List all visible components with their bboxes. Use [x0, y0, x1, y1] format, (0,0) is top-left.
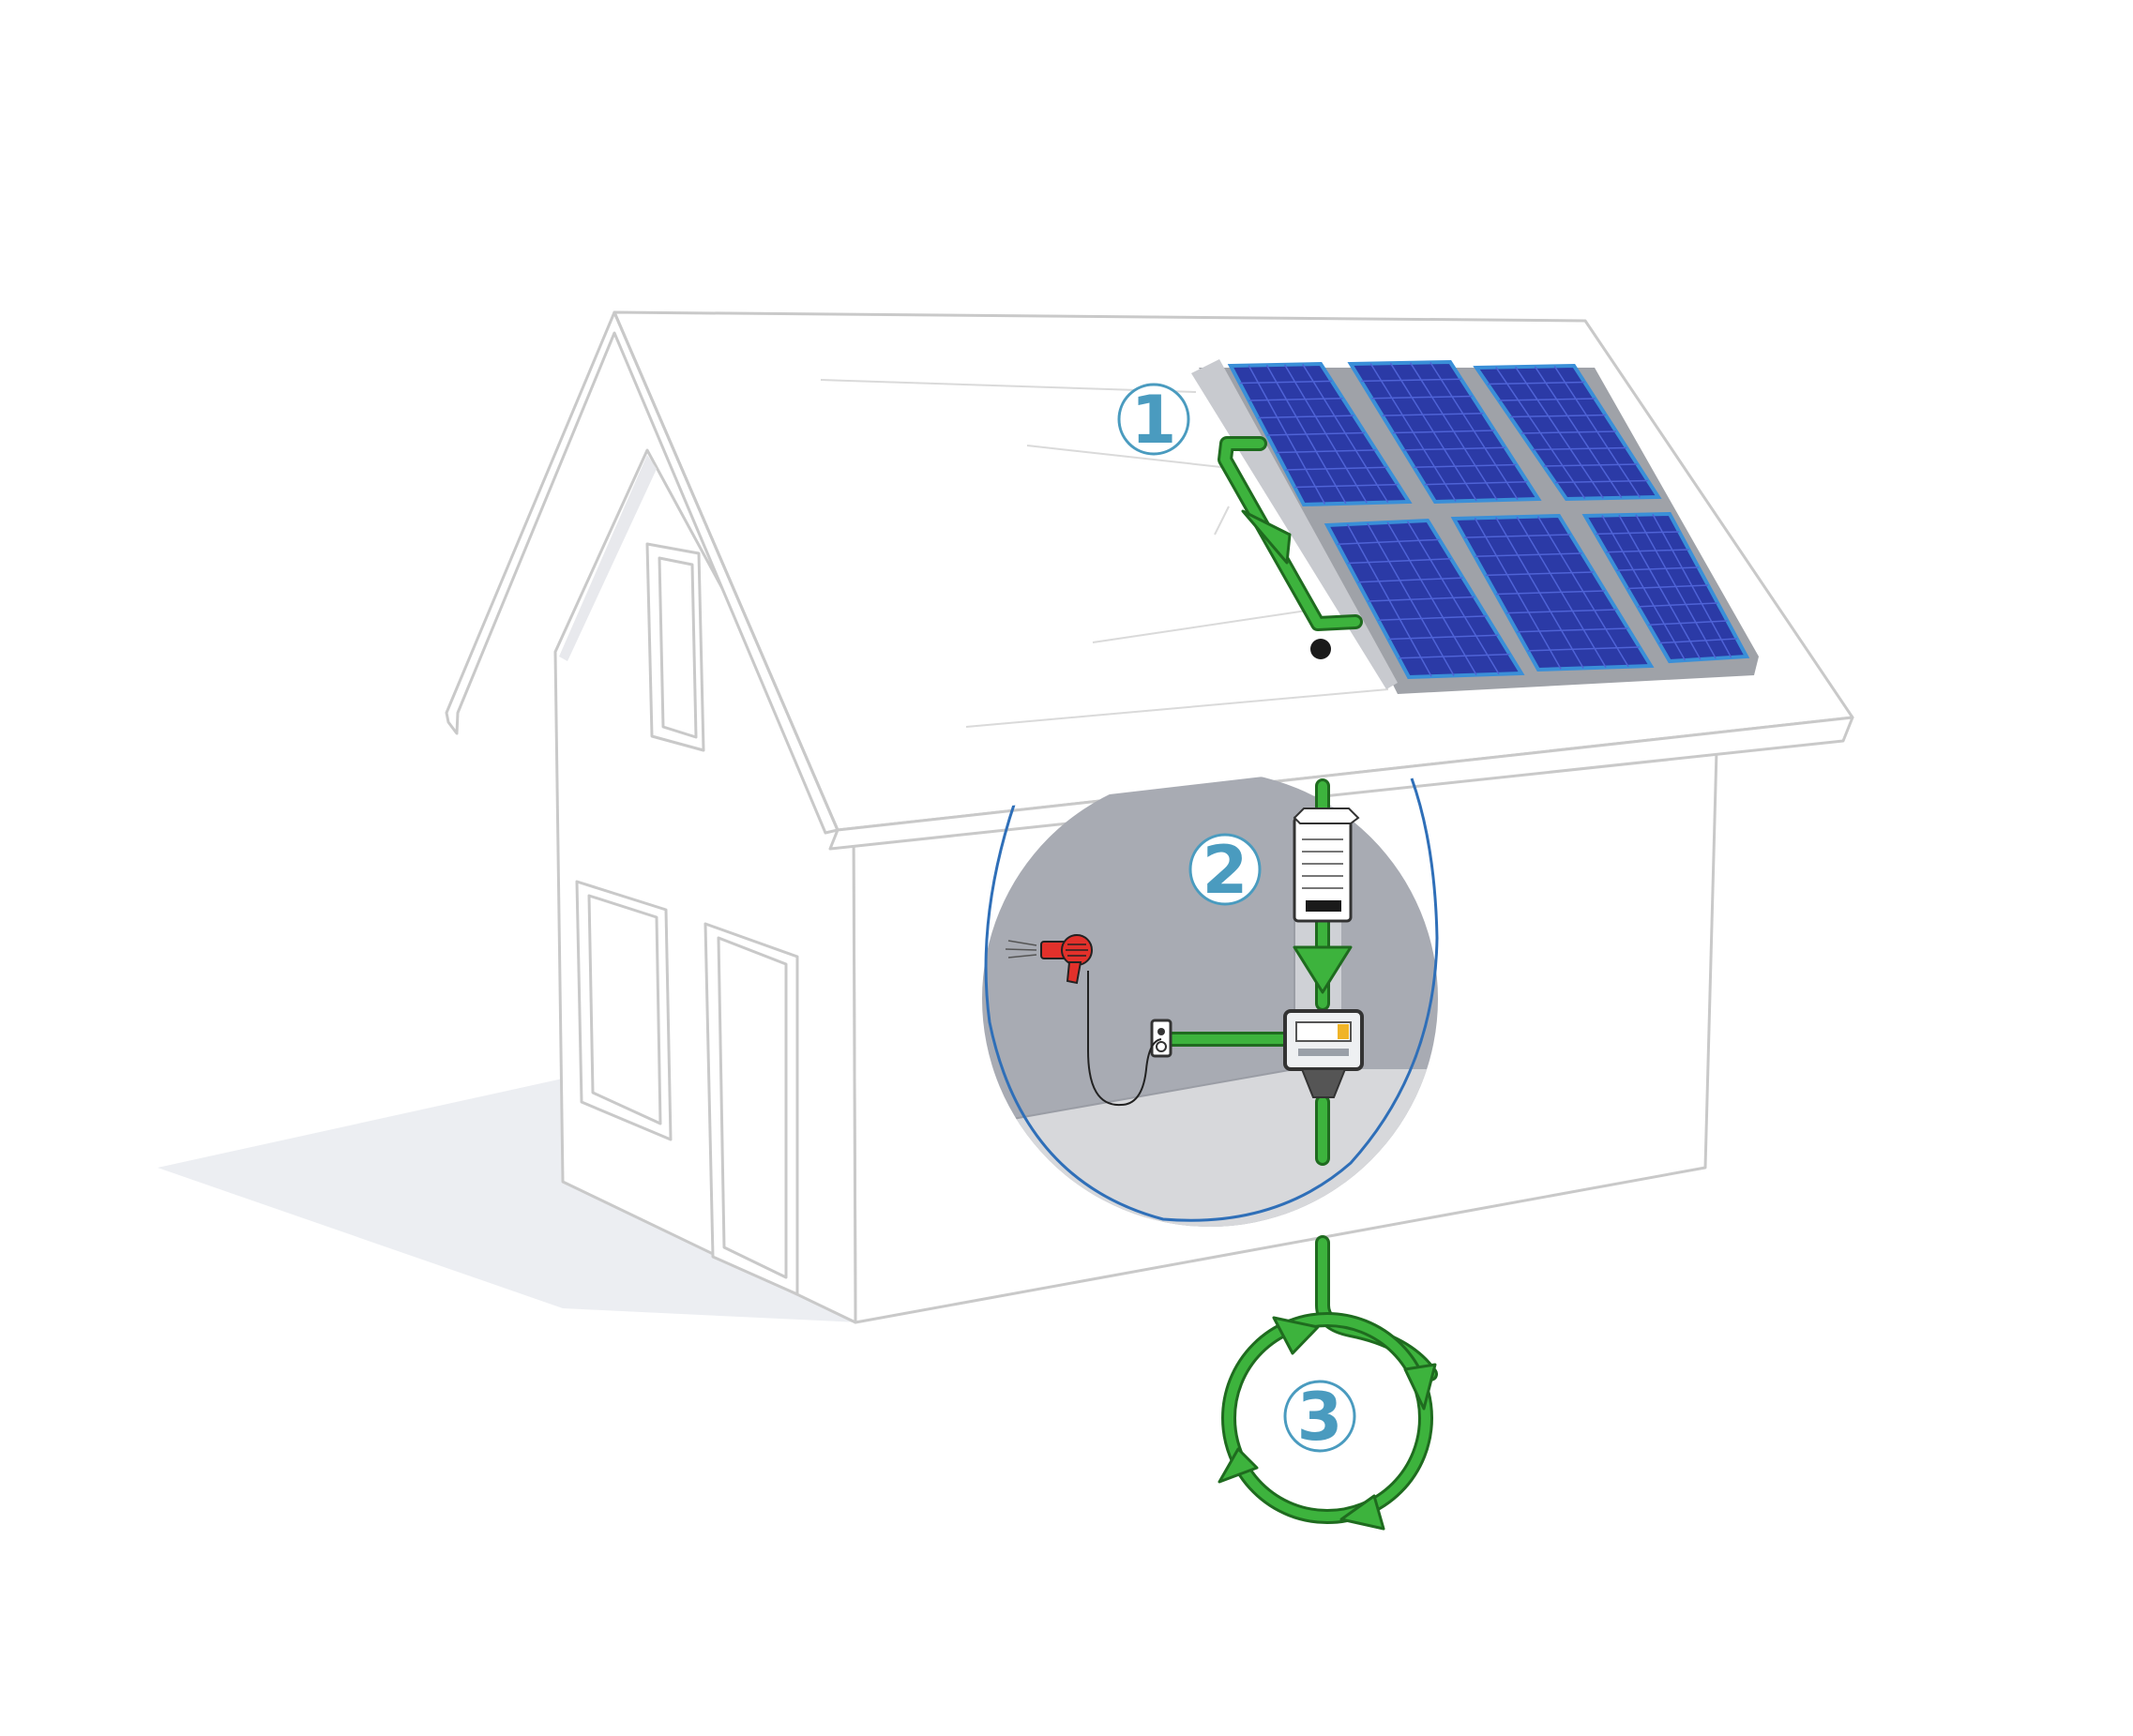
junction-box-icon	[1310, 639, 1331, 659]
solar-panel-icon	[1227, 361, 1413, 507]
step-marker-3: 3	[1283, 1379, 1356, 1456]
meter-icon	[1283, 1009, 1364, 1098]
solar-panel-icon	[1473, 363, 1662, 502]
solar-panel-icon	[1324, 518, 1525, 680]
cycle-arrow-right	[1403, 1363, 1437, 1411]
solar-panel-icon	[1581, 511, 1750, 664]
roof-cover-over-cutaway	[994, 741, 1426, 807]
front-door-inner	[717, 936, 788, 1279]
step-marker-1: 1	[1117, 382, 1190, 459]
roof-arrow	[1241, 509, 1292, 565]
solar-panel-icon	[1347, 359, 1542, 505]
cycle-arrow-top	[1272, 1316, 1320, 1355]
down-arrow	[1293, 945, 1353, 994]
gable-shade	[559, 455, 657, 661]
cycle-arrow-bottom	[1339, 1494, 1385, 1531]
house-shadow	[158, 1079, 858, 1322]
lower-window-inner	[587, 894, 662, 1125]
cycle-arrow-left	[1218, 1447, 1259, 1484]
inverter-icon	[1293, 808, 1360, 923]
step-1-number: 1	[1131, 382, 1177, 459]
step-3-number: 3	[1297, 1379, 1343, 1456]
hair-dryer-cord	[1087, 971, 1162, 1107]
energy-flow	[1163, 436, 1438, 1524]
step-2-number: 2	[1203, 832, 1248, 909]
outlet-icon	[1150, 1019, 1172, 1058]
cutaway-border	[984, 777, 1439, 1222]
step-marker-2: 2	[1188, 832, 1262, 909]
solar-panel-icon	[1450, 513, 1655, 672]
upper-window-inner	[658, 556, 698, 739]
flow-arrows	[1218, 509, 1437, 1531]
hair-dryer-icon	[1005, 934, 1093, 985]
